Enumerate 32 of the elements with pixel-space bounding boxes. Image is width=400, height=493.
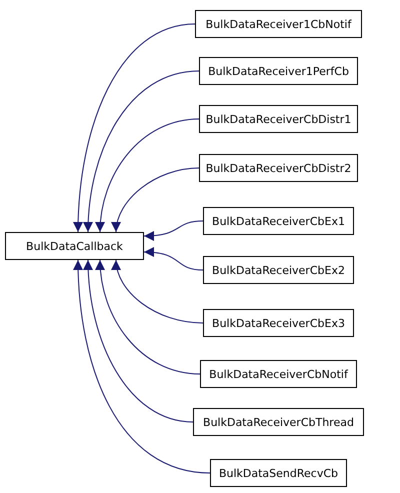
- class-box: [195, 10, 362, 38]
- class-name: BulkDataReceiverCbThread: [203, 416, 354, 428]
- class-box: [203, 256, 354, 284]
- inheritance-arrow: [73, 24, 196, 232]
- inheritance-arrow: [83, 260, 194, 422]
- class-name: BulkDataReceiverCbDistr1: [206, 114, 352, 124]
- class-box: [5, 232, 144, 260]
- inheritance-arrow: [112, 168, 200, 232]
- class-box: [210, 459, 347, 487]
- class-box: [199, 57, 358, 85]
- class-box: [203, 207, 354, 235]
- class-name: BulkDataReceiver1CbNotif: [206, 18, 352, 30]
- class-name: BulkDataCallback: [26, 240, 123, 252]
- inheritance-arrow: [73, 260, 210, 474]
- inheritance-arrow: [96, 260, 200, 374]
- class-name: BulkDataReceiverCbEx1: [212, 216, 345, 226]
- class-box: [199, 105, 358, 133]
- class-name: BulkDataReceiver1PerfCb: [208, 66, 349, 76]
- inheritance-arrow: [144, 247, 204, 270]
- class-name: BulkDataReceiverCbEx3: [212, 318, 345, 328]
- inheritance-arrow: [112, 260, 204, 324]
- class-box: [200, 360, 357, 388]
- class-name: BulkDataReceiverCbNotif: [209, 368, 348, 380]
- class-box: [193, 408, 364, 436]
- class-name: BulkDataSendRecvCb: [218, 468, 338, 478]
- class-name: BulkDataReceiverCbEx2: [212, 264, 345, 276]
- class-box: [203, 309, 354, 337]
- inheritance-arrow: [83, 70, 200, 232]
- class-box: [199, 154, 358, 182]
- class-name: BulkDataReceiverCbDistr2: [206, 162, 352, 174]
- inheritance-arrow: [96, 118, 200, 232]
- inheritance-arrow: [144, 220, 204, 241]
